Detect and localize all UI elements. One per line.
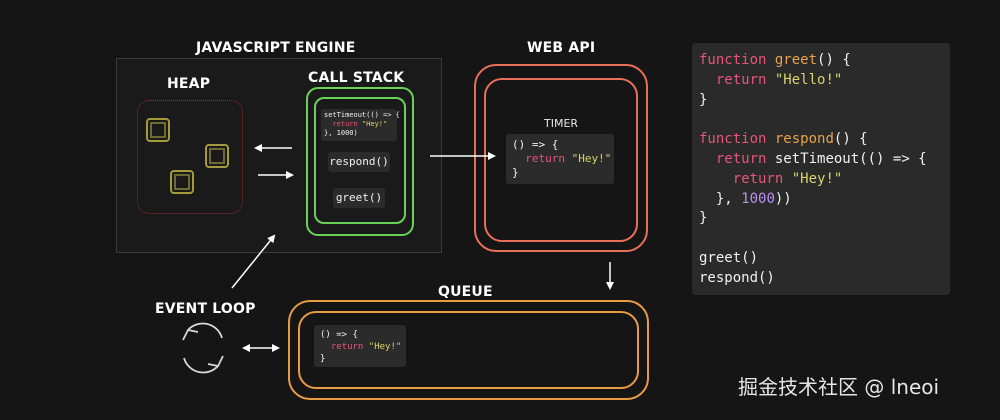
callback-return-keyword: return xyxy=(525,152,565,165)
frame-code-line: }, 1000) xyxy=(324,128,358,137)
call-stack-outer-border xyxy=(306,87,414,236)
code-function-name: greet xyxy=(774,52,818,68)
callback-return-string: "Hey!" xyxy=(368,342,402,352)
stack-frame-settimeout: setTimeout(() => { return "Hey!" }, 1000… xyxy=(321,109,400,141)
code-keyword: function xyxy=(699,52,767,68)
event-loop-to-call-stack-arrow xyxy=(231,234,276,289)
heap-object xyxy=(170,170,194,194)
heap-object xyxy=(146,118,170,142)
frame-return-string: "Hey!" xyxy=(361,119,388,128)
stack-frame-respond: respond() xyxy=(328,152,390,172)
source-code-panel xyxy=(692,43,950,295)
code-string: "Hello!" xyxy=(774,71,843,88)
code-keyword: function xyxy=(699,131,767,148)
timer-label: TIMER xyxy=(544,117,579,130)
heap-area xyxy=(137,100,243,214)
heap-object xyxy=(205,144,229,168)
callback-open: () => { xyxy=(512,138,559,151)
source-code: function greet() { return "Hello!" } fun… xyxy=(699,52,927,286)
refresh-cycle-icon xyxy=(182,322,224,374)
web-api-title: WEB API xyxy=(527,40,596,56)
queue-outer-border xyxy=(288,300,649,400)
callback-return-keyword: return xyxy=(330,342,364,352)
code-call: greet() xyxy=(699,249,759,266)
callback-close: } xyxy=(320,354,326,364)
heap-title: HEAP xyxy=(167,76,211,92)
call-stack-title: CALL STACK xyxy=(308,70,405,86)
callback-open: () => { xyxy=(320,330,358,340)
engine-title: JAVASCRIPT ENGINE xyxy=(196,40,356,56)
call-stack-inner-border xyxy=(314,97,406,224)
web-api-outer-border xyxy=(474,64,648,252)
callback-close: } xyxy=(512,166,519,179)
code-keyword: return xyxy=(715,71,767,88)
code-keyword: return xyxy=(715,150,767,167)
code-keyword: return xyxy=(732,170,784,187)
frame-code-line: setTimeout(() => { xyxy=(324,111,400,119)
queued-callback: () => { return "Hey!" } xyxy=(314,325,406,367)
callback-return-string: "Hey!" xyxy=(571,152,612,165)
watermark: 掘金技术社区 @ lneoi xyxy=(738,375,940,399)
code-call: respond() xyxy=(699,269,775,286)
queue-inner-border xyxy=(298,311,639,389)
web-api-inner-border xyxy=(484,78,638,242)
code-string: "Hey!" xyxy=(791,170,843,187)
stack-frame-greet: greet() xyxy=(333,188,385,208)
timer-callback: () => { return "Hey!" } xyxy=(506,134,614,184)
frame-return-keyword: return xyxy=(332,119,358,128)
code-number: 1000 xyxy=(741,190,775,207)
queue-title: QUEUE xyxy=(438,284,493,300)
event-loop-title: EVENT LOOP xyxy=(155,301,256,317)
code-function-name: respond xyxy=(774,131,834,148)
code-call: setTimeout xyxy=(774,150,860,167)
